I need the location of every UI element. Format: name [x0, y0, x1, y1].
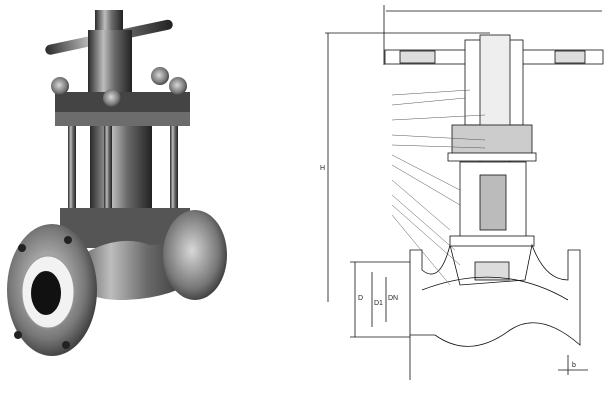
upper-housing: [88, 30, 132, 100]
valve-cross-section-drawing: H D D1 DN b: [320, 5, 604, 380]
bellows-housing: [90, 126, 152, 218]
cap-nut: [51, 77, 69, 95]
dimension-bolt-circle-label: D1: [374, 300, 383, 307]
bonnet: [451, 124, 533, 158]
tie-rod: [68, 126, 76, 226]
body-outline: [409, 243, 581, 347]
flange-bore: [31, 271, 61, 315]
dimension-thickness-label: b: [572, 362, 576, 369]
disc: [474, 261, 510, 281]
valve-photo: [7, 10, 227, 356]
right-flange: [163, 210, 227, 300]
dimension-bore-label: DN: [388, 295, 398, 302]
dimension-flange-outer-label: D: [358, 295, 363, 302]
stem-nut: [95, 10, 123, 30]
yoke-plate-top: [55, 92, 190, 114]
dimension-height-label: H: [320, 165, 325, 172]
